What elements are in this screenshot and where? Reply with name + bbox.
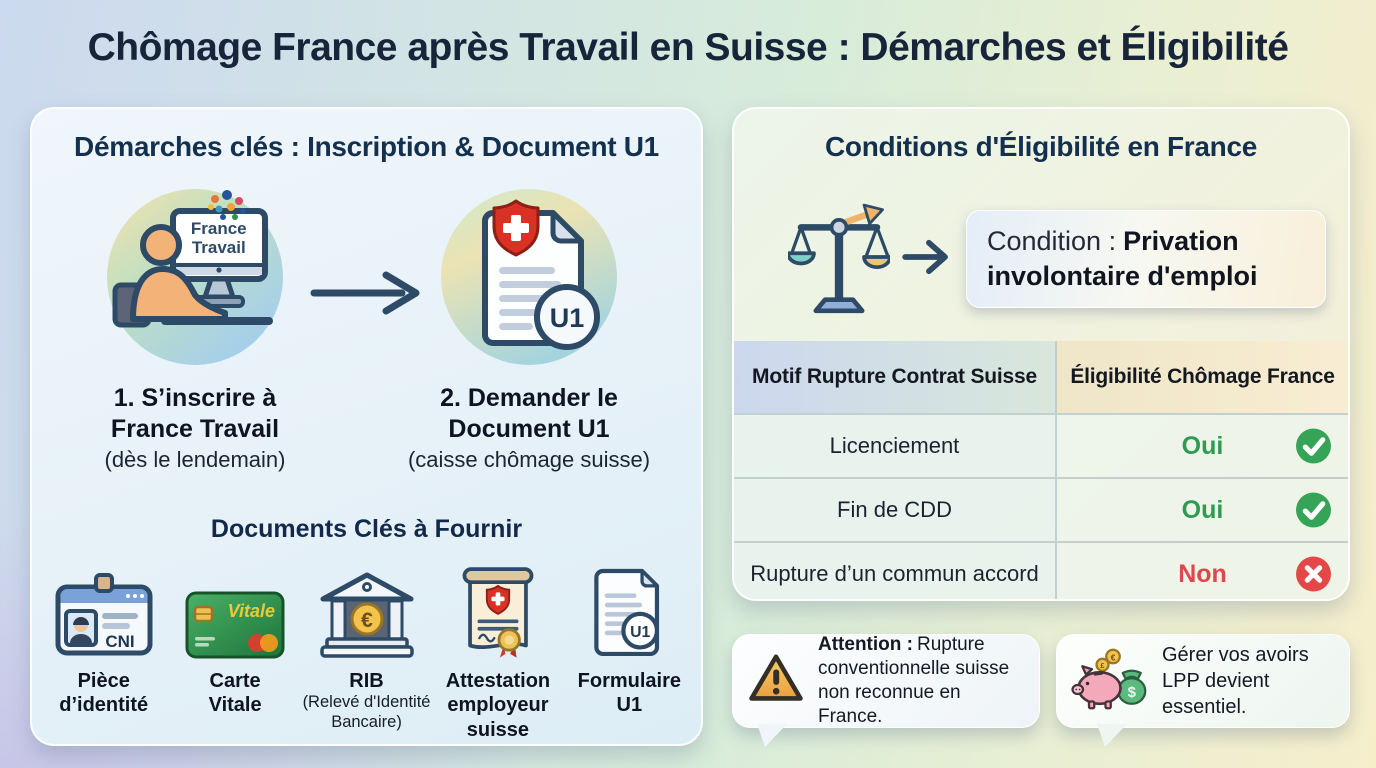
doc-label: Pièce d’identité bbox=[59, 670, 149, 717]
documents-title: Documents Clés à Fournir bbox=[210, 515, 523, 543]
id-card-icon: CNI bbox=[54, 567, 154, 659]
eligibility-cell: Oui bbox=[1055, 479, 1348, 541]
condition-row: Condition :Privation involontaire d'empl… bbox=[734, 193, 1326, 325]
table-header-row: Motif Rupture Contrat Suisse Éligibilité… bbox=[734, 341, 1348, 413]
table-header-eligibilite: Éligibilité Chômage France bbox=[1055, 341, 1348, 413]
coin-symbol: € bbox=[1111, 653, 1116, 662]
arrow-right-small-icon bbox=[902, 238, 952, 281]
documents-row: CNI Pièce d’identité bbox=[38, 567, 695, 742]
scales-of-justice-icon bbox=[786, 195, 892, 324]
step-2-note: (caisse chômage suisse) bbox=[407, 447, 651, 472]
swiss-shield-small-icon bbox=[485, 584, 511, 615]
doc-item-piece-identite: CNI Pièce d’identité bbox=[38, 567, 169, 742]
eligibility-table: Motif Rupture Contrat Suisse Éligibilité… bbox=[734, 341, 1348, 599]
table-row: Fin de CDD Oui bbox=[734, 477, 1348, 541]
arrow-right-icon bbox=[310, 271, 426, 320]
eligibility-value: Oui bbox=[1181, 495, 1224, 524]
doc-item-rib: € RIB (Relevé d'Identité Bancaire) bbox=[301, 567, 432, 742]
check-circle-icon bbox=[1295, 428, 1332, 465]
doc-label: Formulaire U1 bbox=[577, 670, 681, 717]
person-registering-computer-icon: France Travail bbox=[107, 189, 283, 365]
doc-label: RIB bbox=[349, 670, 384, 692]
swiss-shield-icon bbox=[492, 199, 540, 257]
eligibility-cell: Oui bbox=[1055, 415, 1348, 477]
motif-cell: Licenciement bbox=[734, 415, 1055, 477]
eligibility-cell: Non bbox=[1055, 543, 1348, 599]
step-1-label: 1. S’inscrire à France Travail bbox=[110, 384, 280, 443]
table-row: Rupture d’un commun accord Non bbox=[734, 541, 1348, 599]
step-1: France Travail 1. S’inscrire à France Tr… bbox=[50, 189, 340, 473]
x-circle-icon bbox=[1295, 556, 1332, 593]
step-2-label: 2. Demander le Document U1 bbox=[440, 384, 618, 443]
doc-label: Attestation employeur suisse bbox=[445, 670, 551, 741]
doc-item-formulaire-u1: U1 Formulaire U1 bbox=[564, 567, 695, 742]
u1-form-badge-text: U1 bbox=[630, 624, 650, 641]
dollar-symbol: $ bbox=[1128, 684, 1137, 701]
doc-sublabel: (Relevé d'Identité Bancaire) bbox=[302, 693, 431, 732]
monitor-screen-text: France Travail bbox=[190, 218, 247, 258]
callout-attention: Attention :Rupture conventionnelle suiss… bbox=[732, 634, 1040, 747]
vitale-text: Vitale bbox=[228, 601, 275, 621]
france-travail-logo-dots bbox=[208, 190, 246, 220]
panel-demarches-title: Démarches clés : Inscription & Document … bbox=[74, 131, 659, 162]
u1-badge-text: U1 bbox=[550, 303, 585, 333]
condition-box: Condition :Privation involontaire d'empl… bbox=[966, 209, 1326, 309]
panel-conditions-title: Conditions d'Éligibilité en France bbox=[824, 131, 1258, 162]
table-row: Licenciement Oui bbox=[734, 413, 1348, 477]
eligibility-value: Oui bbox=[1181, 431, 1224, 460]
page-title: Chômage France après Travail en Suisse :… bbox=[87, 26, 1289, 69]
check-circle-icon bbox=[1295, 492, 1332, 529]
condition-emphasis: Privation involontaire d'emploi bbox=[987, 225, 1258, 291]
step-1-note: (dès le lendemain) bbox=[104, 447, 286, 472]
motif-cell: Fin de CDD bbox=[734, 479, 1055, 541]
table-header-motif: Motif Rupture Contrat Suisse bbox=[734, 341, 1055, 413]
condition-prefix: Condition : bbox=[987, 225, 1117, 256]
carte-vitale-icon: Vitale bbox=[185, 567, 285, 659]
doc-label: Carte Vitale bbox=[208, 670, 262, 717]
coin-symbol: £ bbox=[1100, 661, 1105, 670]
doc-item-attestation: Attestation employeur suisse bbox=[432, 567, 563, 742]
step-2: U1 2. Demander le Document U1 (caisse ch… bbox=[384, 189, 674, 473]
cni-text: CNI bbox=[105, 632, 134, 651]
panel-conditions: Conditions d'Éligibilité en France bbox=[732, 107, 1350, 601]
bank-icon: € bbox=[319, 567, 415, 659]
panel-demarches: Démarches clés : Inscription & Document … bbox=[30, 107, 703, 746]
warning-triangle-icon bbox=[747, 652, 805, 710]
swiss-certificate-icon bbox=[457, 567, 539, 659]
attention-text: Attention :Rupture conventionnelle suiss… bbox=[818, 634, 1010, 727]
euro-symbol: € bbox=[361, 609, 373, 632]
swiss-document-u1-icon: U1 bbox=[441, 189, 617, 365]
lpp-text: Gérer vos avoirs LPP devient essentiel. bbox=[1162, 644, 1309, 718]
piggy-bank-icon: € £ $ bbox=[1071, 647, 1149, 716]
doc-item-carte-vitale: Vitale Carte Vitale bbox=[169, 567, 300, 742]
eligibility-value: Non bbox=[1178, 559, 1227, 588]
callout-lpp: € £ $ Gérer vos avoirs LPP devient essen… bbox=[1056, 634, 1350, 747]
form-u1-icon: U1 bbox=[588, 567, 670, 659]
motif-cell: Rupture d’un commun accord bbox=[734, 543, 1055, 599]
